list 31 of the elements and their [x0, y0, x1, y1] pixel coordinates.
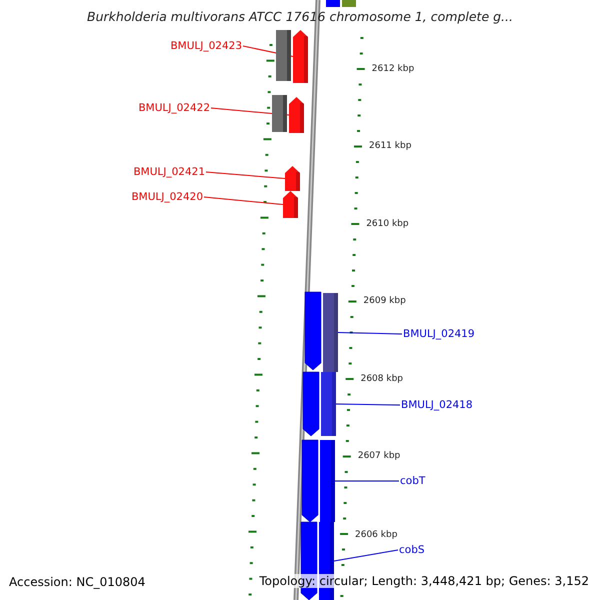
gene-label: BMULJ_02421	[133, 165, 205, 179]
gene-feature	[283, 191, 298, 218]
leader-line	[206, 172, 286, 179]
gene-label: cobS	[399, 543, 425, 557]
gene-feature	[323, 293, 338, 372]
gene-feature	[285, 166, 300, 191]
gene-feature	[289, 97, 304, 133]
gene-feature	[293, 30, 308, 83]
position-label: 2608 kbp	[360, 373, 404, 385]
leader-line	[334, 480, 400, 482]
gene-label: BMULJ_02419	[403, 327, 475, 341]
gene-label: BMULJ_02420	[131, 190, 203, 204]
gene-label: BMULJ_02423	[170, 39, 242, 53]
gene-label: BMULJ_02422	[138, 101, 210, 115]
leader-line	[334, 550, 398, 562]
position-label: 2606 kbp	[355, 529, 398, 541]
position-label: 2607 kbp	[358, 450, 400, 462]
position-label: 2610 kbp	[366, 218, 409, 230]
gene-label: BMULJ_02418	[401, 398, 473, 412]
leader-line	[338, 332, 402, 334]
gene-feature	[320, 440, 335, 522]
gene-feature	[321, 372, 336, 436]
leader-line	[336, 404, 400, 406]
position-label: 2612 kbp	[372, 63, 414, 75]
accession-text: Accession: NC_010804	[9, 575, 146, 589]
position-label: 2609 kbp	[363, 295, 406, 307]
position-label: 2611 kbp	[369, 140, 412, 152]
topology-text: Topology: circular; Length: 3,448,421 bp; Genes: 3,152	[257, 574, 591, 588]
leader-line	[204, 196, 284, 205]
gene-label: cobT	[400, 474, 426, 488]
map-title: Burkholderia multivorans ATCC 17616 chromosome 1, complete g...	[86, 9, 514, 24]
